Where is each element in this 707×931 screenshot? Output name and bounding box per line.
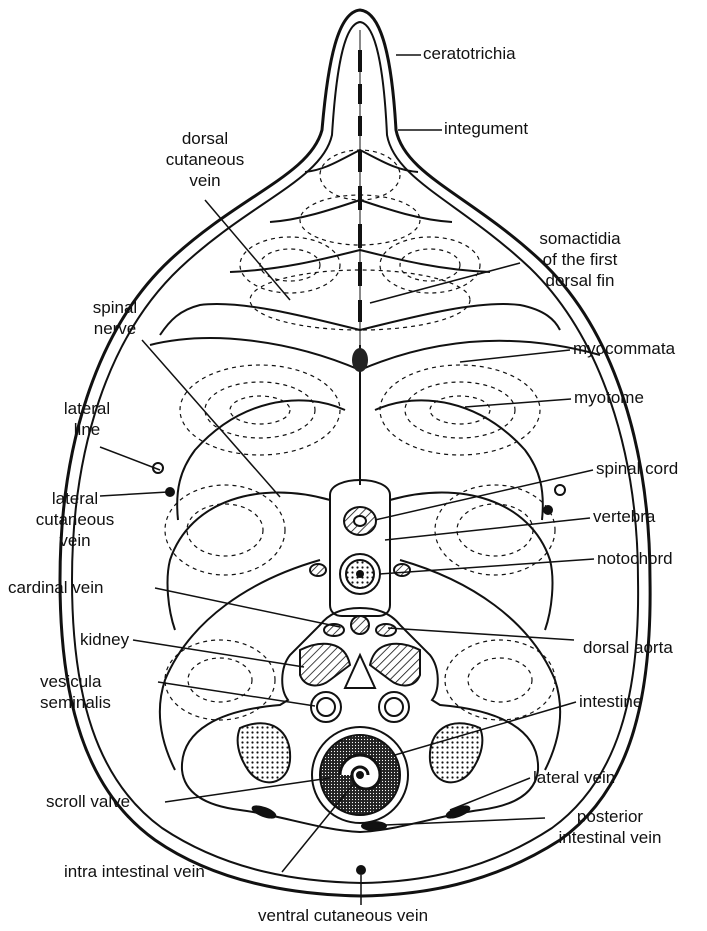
label-line: vein — [25, 530, 125, 551]
dorsal-node — [352, 348, 368, 372]
label-notochord: notochord — [597, 548, 673, 569]
label-line: of the first — [520, 249, 640, 270]
ventral-vein — [356, 865, 366, 875]
label-posterior-intestinal-vein: posterior intestinal vein — [545, 806, 675, 848]
label-ventral-cutaneous-vein: ventral cutaneous vein — [258, 905, 428, 926]
label-lateral-vein: lateral vein — [533, 767, 615, 788]
label-myocommata: myocommata — [573, 338, 675, 359]
label-line: dorsal fin — [520, 270, 640, 291]
label-line: nerve — [80, 318, 150, 339]
vertebral-column — [310, 480, 410, 616]
label-lateral-cutaneous-vein: lateral cutaneous vein — [25, 488, 125, 551]
label-integument: integument — [444, 118, 528, 139]
label-line: somactidia — [520, 228, 640, 249]
label-line: posterior — [545, 806, 675, 827]
label-line: vesicula — [40, 671, 111, 692]
label-vertebra: vertebra — [593, 506, 655, 527]
label-line: vein — [150, 170, 260, 191]
label-lateral-line: lateral line — [52, 398, 122, 440]
label-cardinal-vein: cardinal vein — [8, 577, 103, 598]
label-ceratotrichia: ceratotrichia — [423, 43, 516, 64]
label-line: dorsal — [150, 128, 260, 149]
label-dorsal-aorta: dorsal aorta — [583, 637, 673, 658]
label-line: cutaneous — [150, 149, 260, 170]
label-line: lateral — [25, 488, 125, 509]
label-line: lateral — [52, 398, 122, 419]
label-line: spinal — [80, 297, 150, 318]
label-spinal-nerve: spinal nerve — [80, 297, 150, 339]
label-vesicula-seminalis: vesicula seminalis — [40, 671, 111, 713]
label-intestine: intestine — [579, 691, 642, 712]
label-myotome: myotome — [574, 387, 644, 408]
label-spinal-cord: spinal cord — [596, 458, 678, 479]
label-line: line — [52, 419, 122, 440]
label-scroll-valve: scroll valve — [46, 791, 130, 812]
label-intra-intestinal-vein: intra intestinal vein — [64, 861, 205, 882]
label-dorsal-cutaneous-vein: dorsal cutaneous vein — [150, 128, 260, 191]
label-line: cutaneous — [25, 509, 125, 530]
label-line: seminalis — [40, 692, 111, 713]
label-line: intestinal vein — [545, 827, 675, 848]
label-kidney: kidney — [80, 629, 129, 650]
label-somactidia: somactidia of the first dorsal fin — [520, 228, 640, 291]
